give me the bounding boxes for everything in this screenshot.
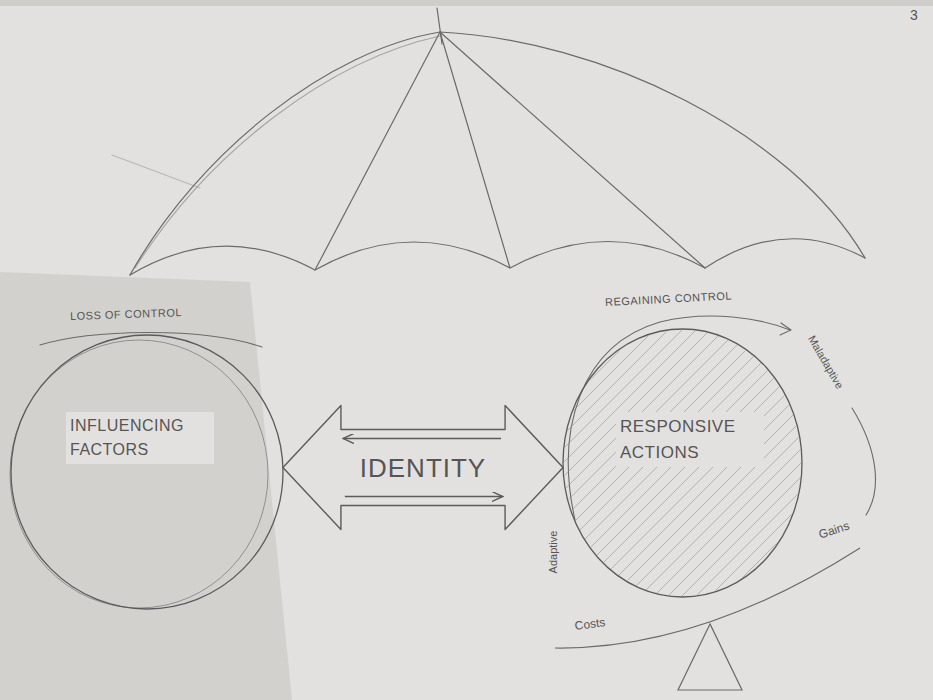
umbrella-ribs	[315, 32, 705, 270]
hatch-line	[524, 326, 798, 600]
umbrella-scallops	[130, 239, 865, 275]
hatch-line	[328, 326, 602, 600]
node-label: INFLUENCING FACTORS	[66, 412, 214, 464]
hatch-line	[762, 326, 933, 600]
hatch-line	[538, 326, 812, 600]
paper-edge	[0, 0, 933, 6]
ellipse-outline	[11, 335, 283, 609]
hatch-line	[566, 326, 840, 600]
hatch-line	[608, 326, 882, 600]
umbrella-drawing	[112, 8, 865, 275]
ellipse-outline	[563, 329, 802, 597]
hatching	[286, 326, 933, 600]
hatch-line	[552, 326, 826, 600]
regain-arrowhead	[780, 323, 791, 335]
hatch-line	[510, 326, 784, 600]
paper-shadow	[0, 272, 292, 700]
umbrella-tip	[437, 8, 442, 44]
balance-label: Costs	[574, 615, 606, 633]
control-arcs	[40, 316, 875, 520]
hatch-line	[286, 326, 560, 600]
hatch-line	[804, 326, 933, 600]
node-label: RESPONSIVE ACTIONS	[616, 412, 764, 467]
double-block-arrow	[283, 406, 563, 530]
thin-arrow	[345, 496, 503, 497]
balance-beam	[555, 548, 860, 648]
balance-label: Gains	[817, 518, 851, 541]
ellipse-shape	[8, 332, 286, 612]
page-number: 3	[910, 7, 918, 23]
hatch-line	[748, 326, 933, 600]
hatch-line	[314, 326, 588, 600]
ellipse-node: REGAINING CONTROLRESPONSIVE ACTIONS	[560, 326, 805, 600]
balance-fulcrum	[678, 624, 742, 690]
hatch-line	[342, 326, 616, 600]
hatch-line	[776, 326, 933, 600]
balance-scale	[555, 548, 860, 690]
hatch-line	[356, 326, 630, 600]
hatch-line	[790, 326, 933, 600]
thin-arrow	[343, 438, 501, 439]
hatch-line	[300, 326, 574, 600]
ellipse-node: LOSS OF CONTROLINFLUENCING FACTORS	[8, 332, 286, 612]
node-heading: REGAINING CONTROL	[605, 287, 733, 310]
hatch-line	[594, 326, 868, 600]
regain-arc-tail	[852, 408, 875, 515]
umbrella-sketch-line	[112, 155, 200, 188]
hatch-line	[580, 326, 854, 600]
outcome-label: Adaptive	[547, 531, 559, 574]
umbrella-canopy-sketch	[135, 36, 440, 268]
hatch-line	[496, 326, 770, 600]
ellipse-sketch-line	[10, 340, 268, 608]
connector-label: IDENTITY	[357, 452, 489, 483]
umbrella-canopy	[130, 32, 865, 275]
outcome-label: Maladaptive	[806, 333, 846, 390]
